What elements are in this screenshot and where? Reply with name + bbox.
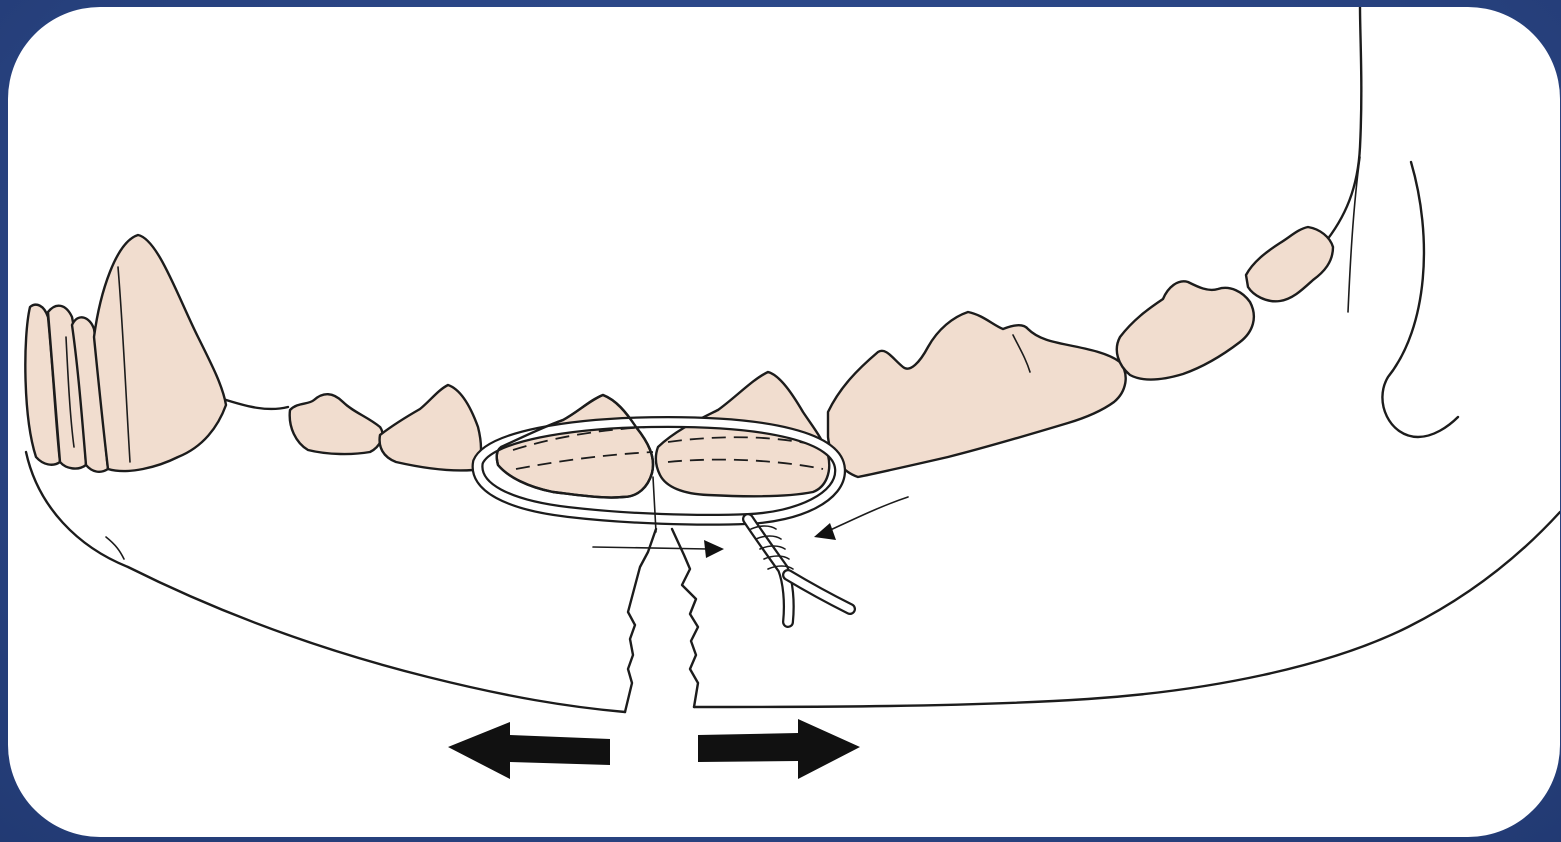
fracture-left-edge <box>625 529 656 712</box>
premolar-2 <box>380 385 481 470</box>
carnassial <box>828 312 1126 477</box>
alveolar-margin <box>223 399 288 409</box>
canine <box>94 235 226 471</box>
diagram-card <box>8 7 1560 837</box>
left-fragment-outline <box>26 452 625 712</box>
mental-foramen-mark <box>106 537 124 559</box>
teeth <box>25 227 1333 498</box>
wire-tail-inner <box>788 575 850 609</box>
wire-loop <box>478 395 850 622</box>
distraction-arrows <box>448 719 860 779</box>
premolar-3-front <box>497 395 653 498</box>
mandible-diagram <box>8 7 1560 837</box>
right-fragment-outline <box>694 512 1560 707</box>
molar-2 <box>1246 227 1333 301</box>
ramus-anterior <box>1323 7 1361 245</box>
small-arrow-right-head <box>704 540 724 558</box>
small-arrow-left-shaft <box>826 497 908 532</box>
fracture-right-edge <box>672 529 698 707</box>
left-distraction-arrow <box>448 722 610 779</box>
right-distraction-arrow <box>698 719 860 779</box>
wire-twist-inner <box>748 519 789 622</box>
ramus-inner <box>1348 157 1360 312</box>
premolar-1 <box>290 394 383 454</box>
small-arrow-right-shaft <box>593 547 708 549</box>
coronoid-curve <box>1382 162 1458 437</box>
small-arrow-left-head <box>814 523 836 540</box>
fracture-line <box>625 529 698 712</box>
molar-1 <box>1117 281 1254 379</box>
